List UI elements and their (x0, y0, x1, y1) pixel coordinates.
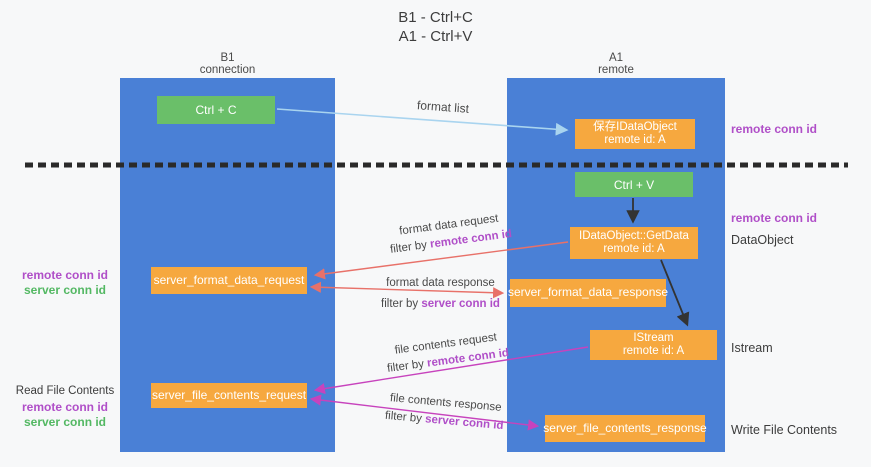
edge-label-format-data-response: format data response filter by server co… (373, 273, 508, 315)
node-istream-line2: remote id: A (622, 345, 685, 357)
filter-key-server-conn-id: server conn id (421, 298, 500, 310)
node-server-format-data-response-label: server_format_data_response (507, 285, 669, 300)
node-server-format-data-request: server_format_data_request (151, 267, 307, 294)
margin-label-remote-conn-id-top: remote conn id (731, 122, 818, 136)
node-server-file-contents-request: server_file_contents_request (151, 383, 307, 408)
lane-header-a1: A1 remote (507, 52, 725, 76)
node-istream: IStream remote id: A (590, 330, 717, 360)
margin-label-remote-conn-id-mid: remote conn id (731, 211, 818, 225)
node-server-file-contents-response-label: server_file_contents_response (543, 420, 707, 435)
node-ctrl-c: Ctrl + C (157, 96, 275, 124)
lane-a1-name: A1 (608, 52, 624, 64)
node-ctrl-c-label: Ctrl + C (195, 103, 237, 117)
lane-a1-subtitle: remote (598, 64, 634, 76)
title-line-1: B1 - Ctrl+C (398, 9, 473, 26)
margin-label-left-remote-conn-id-top: remote conn id (21, 268, 108, 282)
edge-label-format-list: format list (416, 98, 470, 116)
node-server-format-data-request-label: server_format_data_request (153, 272, 305, 287)
filter-key-server-conn-id: server conn id (424, 413, 504, 433)
margin-label-write-file-contents: Write File Contents (731, 423, 838, 437)
node-idataobject-getdata: IDataObject::GetData remote id: A (570, 227, 698, 259)
edge-label-format-data-response-filter: filter by server conn id (381, 298, 500, 310)
lane-b1-subtitle: connection (199, 64, 256, 76)
edge-label-file-contents-response: file contents response filter by server … (374, 388, 517, 436)
margin-label-dataobject: DataObject (731, 233, 794, 247)
node-save-idataobject-line2: remote id: A (604, 134, 666, 146)
margin-label-left-remote-conn-id-bottom: remote conn id (21, 400, 108, 414)
edge-label-format-data-response-title: format data response (386, 277, 495, 289)
title-line-2: A1 - Ctrl+V (398, 28, 473, 45)
margin-label-left-server-conn-id-bottom: server conn id (23, 415, 107, 429)
diagram-title: B1 - Ctrl+C A1 - Ctrl+V (0, 8, 871, 46)
node-idataobject-getdata-line1: IDataObject::GetData (579, 229, 689, 242)
margin-label-read-file-contents: Read File Contents (15, 385, 115, 397)
node-istream-line1: IStream (633, 331, 674, 344)
node-idataobject-getdata-line2: remote id: A (603, 243, 665, 255)
edge-label-format-data-request: format data request filter by remote con… (378, 208, 521, 260)
node-server-file-contents-request-label: server_file_contents_request (151, 387, 307, 402)
node-ctrl-v: Ctrl + V (575, 172, 693, 197)
margin-label-istream: Istream (731, 341, 773, 355)
node-save-idataobject: 保存IDataObject remote id: A (575, 119, 695, 149)
lane-b1-name: B1 (220, 52, 235, 64)
edge-label-file-contents-request: file contents request filter by remote c… (375, 327, 518, 379)
node-save-idataobject-line1: 保存IDataObject (593, 120, 677, 133)
node-server-file-contents-response: server_file_contents_response (543, 415, 707, 442)
margin-label-left-server-conn-id-top: server conn id (23, 283, 107, 297)
lane-header-b1: B1 connection (120, 52, 335, 76)
node-server-format-data-response: server_format_data_response (507, 279, 669, 307)
node-ctrl-v-label: Ctrl + V (613, 177, 655, 192)
